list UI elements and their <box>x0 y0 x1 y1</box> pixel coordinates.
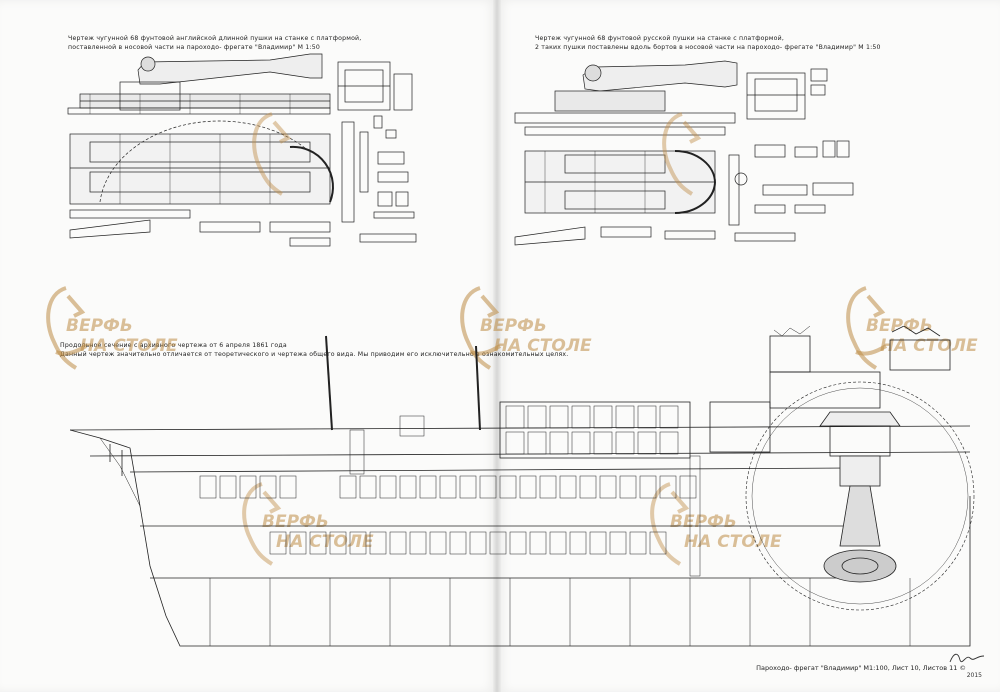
anchor-logo-icon <box>662 112 702 196</box>
anchor-logo-icon <box>460 286 502 370</box>
section-caption-line1: Продольное сечение с архивного чертежа о… <box>60 342 287 349</box>
watermark-line2: НА СТОЛЕ <box>880 336 978 356</box>
caption-english-gun: Чертеж чугунной 68 фунтовой английской д… <box>68 34 361 52</box>
watermark-logo <box>652 108 777 208</box>
caption-right-line2: 2 таких пушки поставлены вдоль бортов в … <box>535 44 881 51</box>
caption-russian-gun: Чертеж чугунной 68 фунтовой русской пушк… <box>535 34 881 52</box>
watermark-logo: ВЕРФЬ НА СТОЛЕ <box>640 478 782 578</box>
copyright-symbol: © <box>959 664 967 672</box>
watermark-line2: НА СТОЛЕ <box>80 336 178 356</box>
sheet-footer: Пароходо- фрегат "Владимир" М1:100, Лист… <box>756 664 966 672</box>
watermark-logo <box>242 108 367 208</box>
watermark-line1: ВЕРФЬ <box>262 512 329 532</box>
english-gun-drawing <box>67 53 417 247</box>
watermark-line2: НА СТОЛЕ <box>494 336 592 356</box>
anchor-logo-icon <box>46 286 88 370</box>
watermark-line1: ВЕРФЬ <box>670 512 737 532</box>
watermark-line1: ВЕРФЬ <box>480 316 547 336</box>
footer-text: Пароходо- фрегат "Владимир" М1:100, Лист… <box>756 664 958 672</box>
right-page <box>497 0 1000 692</box>
caption-left-line2: поставленной в носовой части на пароходо… <box>68 44 321 51</box>
watermark-line2: НА СТОЛЕ <box>276 532 374 552</box>
anchor-logo-icon <box>242 482 282 566</box>
author-signature <box>949 653 985 663</box>
anchor-logo-icon <box>846 286 888 370</box>
caption-right-line1: Чертеж чугунной 68 фунтовой русской пушк… <box>535 35 785 42</box>
section-caption: Продольное сечение с архивного чертежа о… <box>60 341 568 359</box>
signature-year: 2015 <box>966 672 982 679</box>
caption-left-line1: Чертеж чугунной 68 фунтовой английской д… <box>68 35 362 42</box>
watermark-line1: ВЕРФЬ <box>866 316 933 336</box>
watermark-logo: ВЕРФЬ НА СТОЛЕ <box>836 282 978 382</box>
russian-gun-drawing <box>514 60 854 246</box>
watermark-line2: НА СТОЛЕ <box>684 532 782 552</box>
watermark-logo: ВЕРФЬ НА СТОЛЕ <box>232 478 374 578</box>
section-caption-line2: Данный чертеж значительно отличается от … <box>60 351 569 358</box>
anchor-logo-icon <box>252 112 292 196</box>
ship-section-drawing <box>70 326 975 647</box>
watermark-line1: ВЕРФЬ <box>66 316 133 336</box>
watermark-logo: ВЕРФЬ НА СТОЛЕ <box>36 282 178 382</box>
watermark-logo: ВЕРФЬ НА СТОЛЕ <box>450 282 592 382</box>
anchor-logo-icon <box>650 482 690 566</box>
